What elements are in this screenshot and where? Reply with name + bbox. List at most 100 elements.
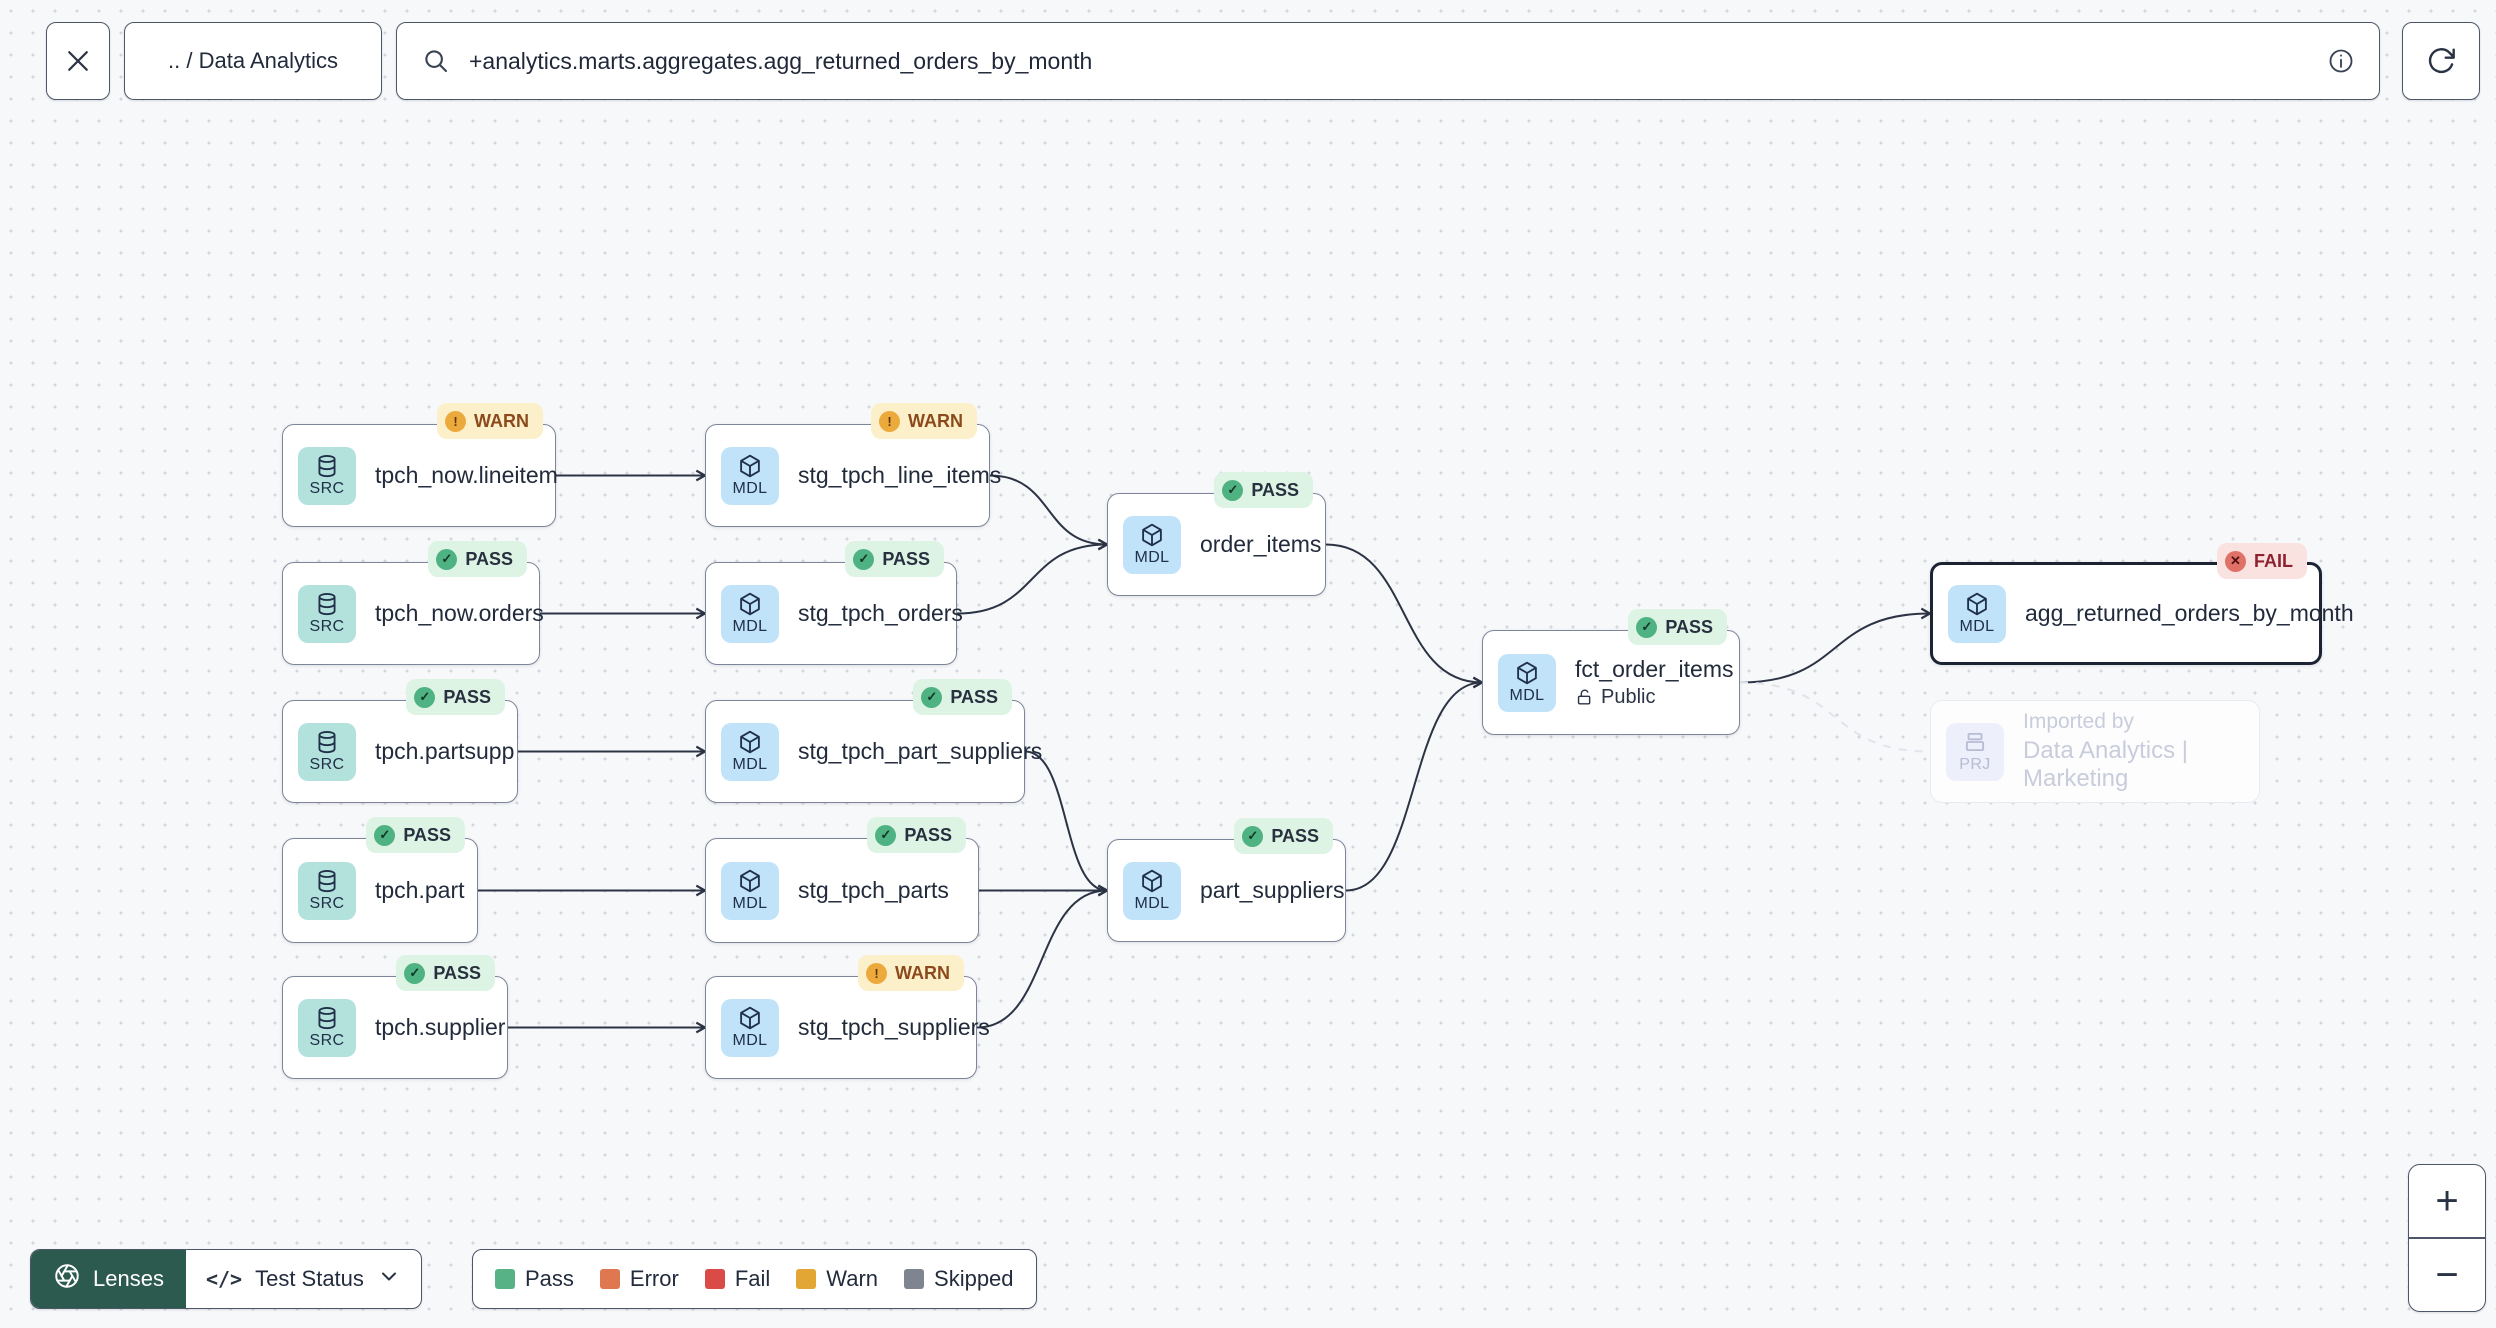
graph-node-imported_by_project: PRJ Imported by Data Analytics | Marketi… xyxy=(1930,700,2260,803)
node-sublabel: Public xyxy=(1575,686,1734,709)
node-body: stg_tpch_orders xyxy=(798,600,963,627)
node-body: tpch_now.lineitem xyxy=(375,462,558,489)
cube-icon xyxy=(737,591,763,617)
breadcrumb[interactable]: .. / Data Analytics xyxy=(124,22,382,100)
graph-node-stg_tpch_orders[interactable]: MDL stg_tpch_orders ✓ PASS xyxy=(705,541,963,665)
status-label: PASS xyxy=(465,548,513,569)
node-label: tpch_now.lineitem xyxy=(375,462,558,488)
node-body: part_suppliers xyxy=(1200,877,1344,904)
node-body: tpch.supplier xyxy=(375,1014,505,1041)
node-body: stg_tpch_part_suppliers xyxy=(798,738,1042,765)
node-label: stg_tpch_line_items xyxy=(798,462,1002,488)
pass-icon: ✓ xyxy=(1636,616,1658,638)
legend-item-fail: Fail xyxy=(704,1266,770,1292)
lens-selector[interactable]: </> Test Status xyxy=(186,1250,421,1308)
database-icon xyxy=(314,453,340,479)
status-label: PASS xyxy=(1271,825,1319,846)
node-body: stg_tpch_line_items xyxy=(798,462,1002,489)
graph-node-tpch_now_lineitem[interactable]: SRC tpch_now.lineitem ! WARN xyxy=(282,403,558,527)
minus-icon: − xyxy=(2435,1252,2459,1297)
cube-icon xyxy=(1139,868,1165,894)
graph-node-stg_tpch_line_items[interactable]: MDL stg_tpch_line_items ! WARN xyxy=(705,403,1002,527)
node-body: order_items xyxy=(1200,531,1321,558)
zoom-out-button[interactable]: − xyxy=(2409,1239,2485,1311)
edge-stg_tpch_orders-to-order_items xyxy=(956,545,1107,615)
kind-badge-mdl: MDL xyxy=(1123,515,1181,574)
status-badge-pass: ✓ PASS xyxy=(1234,818,1333,854)
graph-node-fct_order_items[interactable]: MDL fct_order_items Public ✓ PASS xyxy=(1482,609,1740,735)
refresh-icon xyxy=(2425,45,2457,77)
graph-node-stg_tpch_part_suppliers[interactable]: MDL stg_tpch_part_suppliers ✓ PASS xyxy=(705,679,1042,803)
kind-badge-src: SRC xyxy=(298,722,356,781)
divider xyxy=(2409,1237,2485,1239)
node-label: tpch_now.orders xyxy=(375,600,544,626)
code-icon: </> xyxy=(205,1267,243,1291)
pass-icon: ✓ xyxy=(921,686,943,708)
zoom-in-button[interactable]: + xyxy=(2409,1165,2485,1237)
graph-node-tpch_now_orders[interactable]: SRC tpch_now.orders ✓ PASS xyxy=(282,541,544,665)
kind-label: SRC xyxy=(309,895,345,912)
lenses-group: Lenses </> Test Status xyxy=(30,1249,422,1309)
node-body: fct_order_items Public xyxy=(1575,656,1734,709)
database-icon xyxy=(314,591,340,617)
status-label: WARN xyxy=(474,410,529,431)
graph-node-tpch_part[interactable]: SRC tpch.part ✓ PASS xyxy=(282,817,478,943)
status-label: PASS xyxy=(443,686,491,707)
graph-node-stg_tpch_parts[interactable]: MDL stg_tpch_parts ✓ PASS xyxy=(705,817,979,943)
close-button[interactable] xyxy=(46,22,110,100)
graph-node-tpch_supplier[interactable]: SRC tpch.supplier ✓ PASS xyxy=(282,955,508,1079)
project-icon xyxy=(1962,729,1988,755)
pass-icon: ✓ xyxy=(414,686,436,708)
kind-badge-mdl: MDL xyxy=(1123,861,1181,920)
search-input[interactable] xyxy=(467,46,2311,76)
node-body: Imported by Data Analytics | Marketing xyxy=(2023,710,2259,793)
graph-node-order_items[interactable]: MDL order_items ✓ PASS xyxy=(1107,472,1326,596)
kind-label: MDL xyxy=(1509,687,1545,704)
node-label: tpch.part xyxy=(375,877,465,903)
kind-label: MDL xyxy=(732,618,768,635)
node-label: stg_tpch_parts xyxy=(798,877,949,903)
pass-icon: ✓ xyxy=(374,824,396,846)
node-label: fct_order_items xyxy=(1575,656,1734,682)
legend-label: Error xyxy=(629,1266,679,1291)
status-badge-pass: ✓ PASS xyxy=(913,679,1012,715)
graph-node-tpch_partsupp[interactable]: SRC tpch.partsupp ✓ PASS xyxy=(282,679,518,803)
status-label: PASS xyxy=(1665,616,1713,637)
search-icon xyxy=(421,46,451,76)
fail-icon: ✕ xyxy=(2225,550,2246,572)
status-badge-fail: ✕ FAIL xyxy=(2217,543,2307,579)
lenses-button[interactable]: Lenses xyxy=(31,1250,186,1308)
legend-label: Skipped xyxy=(934,1266,1014,1291)
cube-icon xyxy=(1514,660,1540,686)
kind-badge-prj: PRJ xyxy=(1946,722,2004,781)
lenses-label: Lenses xyxy=(93,1266,164,1291)
kind-badge-mdl: MDL xyxy=(721,584,779,643)
legend-swatch xyxy=(796,1269,817,1289)
graph-node-part_suppliers[interactable]: MDL part_suppliers ✓ PASS xyxy=(1107,818,1346,942)
status-label: PASS xyxy=(950,686,998,707)
node-label: order_items xyxy=(1200,531,1322,557)
cube-icon xyxy=(737,1005,763,1031)
status-label: PASS xyxy=(1251,479,1299,500)
status-badge-warn: ! WARN xyxy=(437,403,543,439)
kind-badge-src: SRC xyxy=(298,446,356,505)
graph-node-agg_returned_orders_by_month[interactable]: MDL agg_returned_orders_by_month ✕ FAIL xyxy=(1930,543,2354,665)
status-badge-pass: ✓ PASS xyxy=(845,541,944,577)
edge-stg_tpch_line_items-to-order_items xyxy=(989,474,1107,545)
cube-icon xyxy=(1139,522,1165,548)
lenses-icon xyxy=(53,1262,81,1296)
node-label: Imported by xyxy=(2023,710,2134,733)
status-badge-warn: ! WARN xyxy=(871,403,977,439)
chevron-down-icon xyxy=(377,1264,401,1294)
edge-part_suppliers-to-fct_order_items xyxy=(1345,683,1482,892)
kind-label: MDL xyxy=(732,1032,768,1049)
edge-stg_tpch_part_suppliers-to-part_suppliers xyxy=(1024,750,1107,891)
legend-swatch xyxy=(704,1269,725,1289)
info-icon[interactable] xyxy=(2327,47,2355,75)
database-icon xyxy=(314,1005,340,1031)
status-badge-pass: ✓ PASS xyxy=(406,679,505,715)
graph-node-stg_tpch_suppliers[interactable]: MDL stg_tpch_suppliers ! WARN xyxy=(705,955,990,1079)
refresh-button[interactable] xyxy=(2402,22,2480,100)
status-label: PASS xyxy=(433,962,481,983)
status-badge-pass: ✓ PASS xyxy=(867,817,966,853)
